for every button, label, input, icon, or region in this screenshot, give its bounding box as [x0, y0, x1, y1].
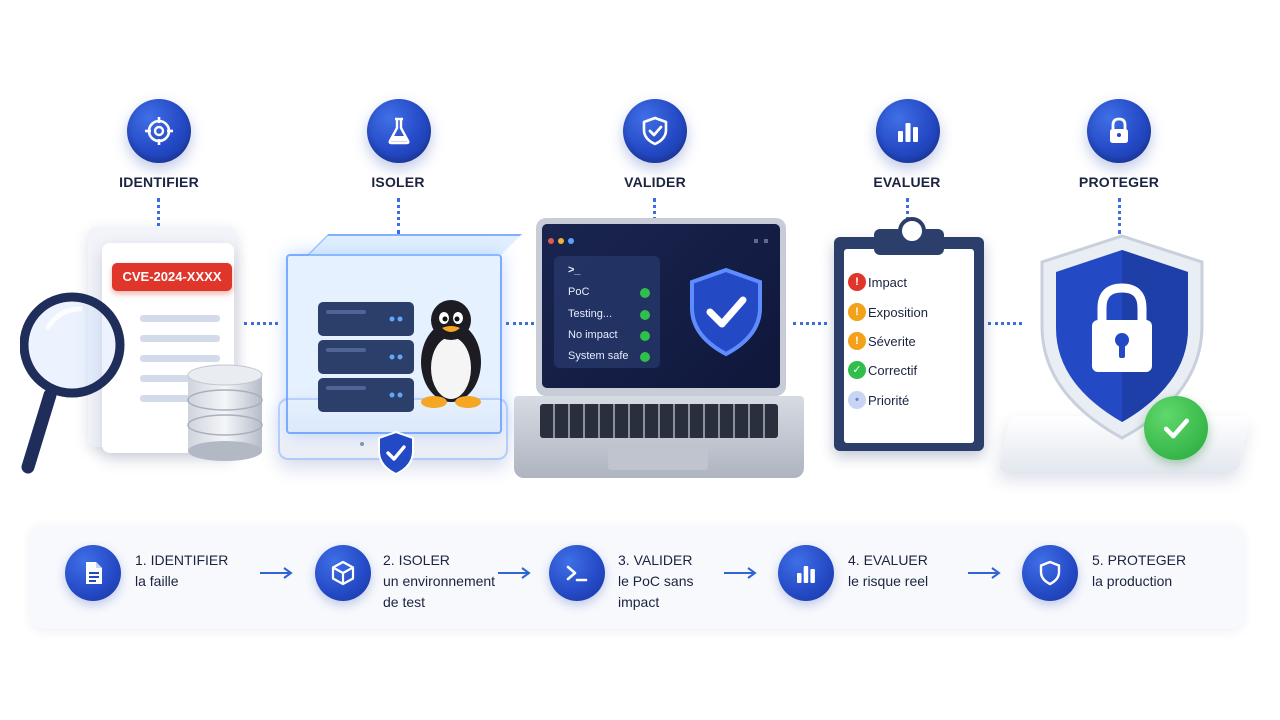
connector-horizontal: [506, 322, 540, 325]
step-label-valider: VALIDER: [624, 174, 686, 190]
arrow-right-icon: [724, 567, 757, 579]
clipboard-paper: ! Impact ! Exposition ! Séverite ✓ Corre…: [844, 249, 974, 443]
connector-horizontal: [988, 322, 1022, 325]
connector-horizontal: [244, 322, 278, 325]
shield-check-icon: [623, 99, 687, 163]
step-label-proteger: PROTEGER: [1078, 174, 1160, 190]
flask-icon: [367, 99, 431, 163]
identifier-scene: CVE-2024-XXXX: [19, 225, 270, 477]
terminal-icon: [549, 545, 605, 601]
connector-vertical: [906, 198, 909, 234]
terminal-line: Testing...: [568, 308, 613, 320]
laptop-display: >_ PoC Testing... No impact System safe: [542, 224, 780, 388]
clipboard-scene: ! Impact ! Exposition ! Séverite ✓ Corre…: [830, 215, 990, 455]
arrow-right-icon: [498, 567, 531, 579]
risk-item-priorite: • Priorité: [848, 391, 909, 409]
arrow-right-icon: [968, 567, 1001, 579]
step-label-evaluer: EVALUER: [873, 174, 941, 190]
connector-vertical: [157, 198, 160, 234]
step-label-identifier: IDENTIFIER: [119, 174, 199, 190]
magnifier-icon: [19, 287, 130, 477]
success-check-icon: [1144, 396, 1208, 460]
risk-item-impact: ! Impact: [848, 273, 907, 291]
cve-tag: CVE-2024-XXXX: [112, 263, 232, 291]
check-icon: ✓: [848, 361, 866, 379]
cube-icon: [315, 545, 371, 601]
terminal-line: PoC: [568, 286, 590, 298]
risk-item-severite: ! Séverite: [848, 332, 916, 350]
risk-item-correctif: ✓ Correctif: [848, 361, 917, 379]
lock-icon: [1087, 99, 1151, 163]
shield-check-icon: [686, 266, 766, 358]
laptop-scene: >_ PoC Testing... No impact System safe: [514, 218, 804, 482]
risk-item-exposition: ! Exposition: [848, 303, 928, 321]
step-label-isoler: ISOLER: [371, 174, 425, 190]
check-icon: [640, 352, 650, 362]
shield-icon: [1022, 545, 1078, 601]
check-icon: [640, 331, 650, 341]
arrow-right-icon: [260, 567, 293, 579]
target-icon: [127, 99, 191, 163]
connector-vertical: [1118, 198, 1121, 234]
linux-penguin-icon: [412, 298, 490, 410]
terminal-line: System safe: [568, 350, 629, 362]
alert-icon: !: [848, 273, 866, 291]
warning-icon: !: [848, 332, 866, 350]
warning-icon: !: [848, 303, 866, 321]
terminal-prompt: >_: [568, 264, 581, 276]
laptop-screen: >_ PoC Testing... No impact System safe: [536, 218, 786, 396]
shield-check-badge: [376, 430, 416, 476]
connector-vertical: [397, 198, 400, 234]
isoler-scene: [272, 230, 522, 485]
terminal-window: >_ PoC Testing... No impact System safe: [554, 256, 660, 368]
proteger-scene: [998, 230, 1250, 496]
big-shield-lock-icon: [1034, 230, 1210, 444]
check-icon: [640, 288, 650, 298]
connector-vertical: [653, 198, 656, 234]
laptop-keyboard: [514, 396, 804, 478]
connector-horizontal: [793, 322, 827, 325]
document-icon: [65, 545, 121, 601]
database-icon: [186, 363, 264, 463]
bar-chart-icon: [778, 545, 834, 601]
terminal-line: No impact: [568, 329, 618, 341]
check-icon: [640, 310, 650, 320]
info-icon: •: [848, 391, 866, 409]
server-stack-icon: [316, 302, 416, 416]
bar-chart-icon: [876, 99, 940, 163]
